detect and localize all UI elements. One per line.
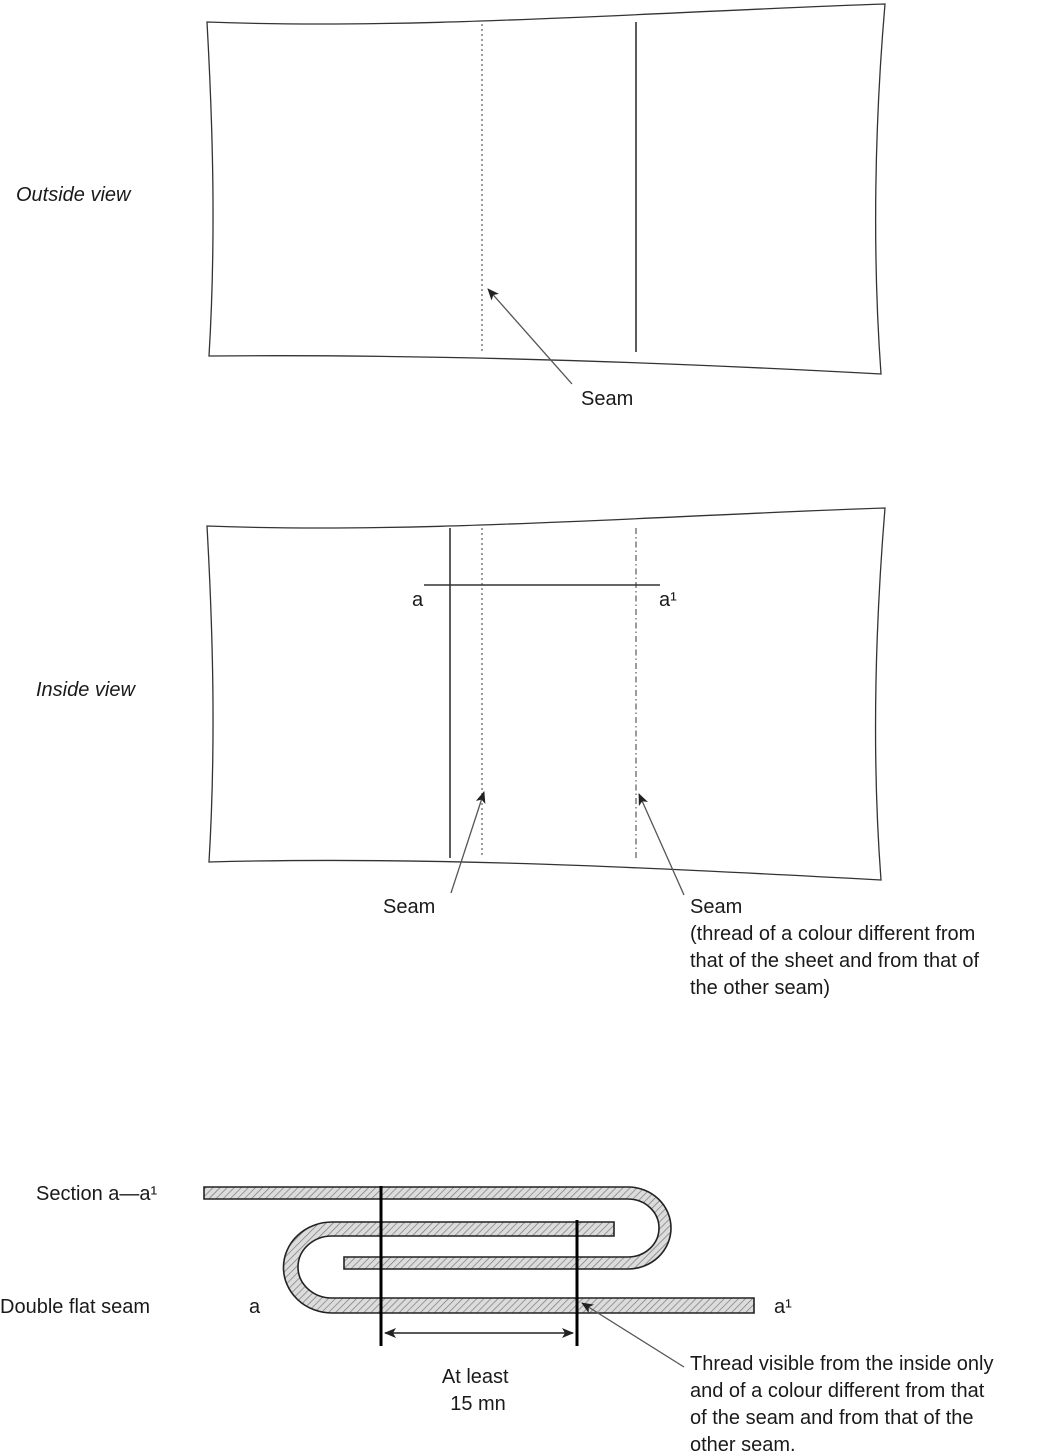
top-sheet-fold: [203, 1186, 672, 1270]
inside-right-seam-label: Seam (thread of a colour different from …: [690, 896, 985, 999]
inside-right-seam-line-2: (thread of a colour different from: [690, 923, 975, 945]
section-view: Section a—a¹ Double flat seam a a¹ At le…: [0, 1183, 999, 1453]
dimension-label: At least 15 mn: [442, 1366, 514, 1415]
outside-sheet: [206, 3, 886, 375]
outside-view-title: Outside view: [16, 184, 132, 206]
thread-note-line-3: of the seam and from that of the: [690, 1407, 974, 1429]
section-end-left-label: a: [249, 1296, 261, 1318]
thread-note-line-4: other seam.: [690, 1434, 796, 1453]
thread-note-line-2: and of a colour different from that: [690, 1380, 985, 1402]
inside-right-seam-line-1: Seam: [690, 896, 742, 918]
inside-sheet: [206, 507, 886, 881]
section-subtitle: Double flat seam: [0, 1296, 150, 1318]
outside-seam-leader: [487, 288, 573, 385]
inside-right-seam-leader: [638, 793, 685, 896]
section-title: Section a—a¹: [36, 1183, 158, 1205]
thread-note: Thread visible from the inside only and …: [690, 1353, 999, 1453]
inside-view: Inside view a a¹ Seam Seam (thread of a …: [36, 507, 985, 999]
thread-note-leader: [581, 1302, 685, 1368]
thread-note-line-1: Thread visible from the inside only: [690, 1353, 993, 1375]
section-start-label: a: [412, 589, 424, 611]
outside-view: Outside view Seam: [16, 3, 886, 410]
inside-right-seam-line-4: the other seam): [690, 977, 830, 999]
inside-left-seam-leader: [450, 791, 486, 894]
inside-right-seam-line-3: that of the sheet and from that of: [690, 950, 980, 972]
bottom-sheet-fold: [282, 1221, 755, 1314]
dimension-line-2: 15 mn: [450, 1393, 506, 1415]
dimension-line-1: At least: [442, 1366, 509, 1388]
section-end-right-label: a¹: [774, 1296, 792, 1318]
inside-view-title: Inside view: [36, 679, 136, 701]
section-end-label: a¹: [659, 589, 677, 611]
inside-left-seam-label: Seam: [383, 896, 435, 918]
outside-seam-label: Seam: [581, 388, 633, 410]
